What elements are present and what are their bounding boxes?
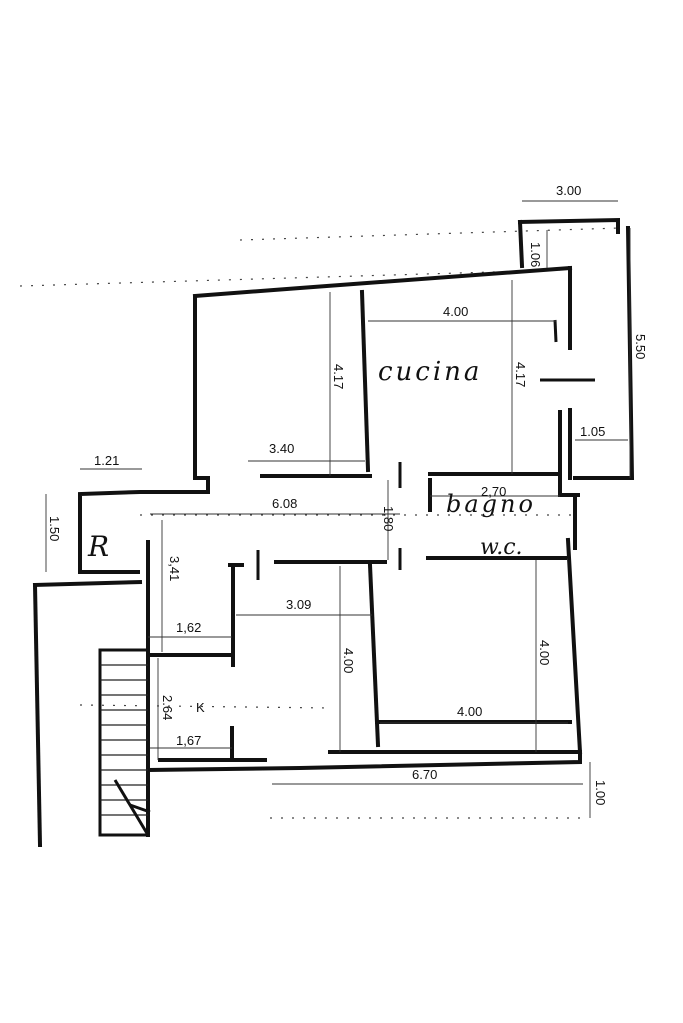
dim-1-80: 1.80	[381, 506, 396, 531]
dim-1-06: 1.06	[528, 242, 543, 267]
dim-4-00-bottom: 4.00	[457, 704, 482, 719]
dim-3-40: 3.40	[269, 441, 294, 456]
dim-4-00-kitchen: 4.00	[443, 304, 468, 319]
interior-walls	[146, 289, 595, 837]
staircase	[98, 648, 151, 837]
dim-4-17-right: 4.17	[513, 362, 528, 387]
dim-2-70: 2,70	[481, 484, 506, 499]
exterior-walls	[32, 217, 635, 848]
label-bathroom: bagno	[446, 490, 536, 518]
dimension-lines	[45, 200, 631, 818]
label-k: K	[196, 700, 205, 715]
label-wc: w.c.	[480, 535, 523, 560]
dim-1-05: 1.05	[580, 424, 605, 439]
dim-4-00-middle: 4.00	[341, 648, 356, 673]
dim-1-62: 1,62	[176, 620, 201, 635]
dim-6-08: 6.08	[272, 496, 297, 511]
label-kitchen: cucina	[378, 357, 482, 387]
dim-3-00: 3.00	[556, 183, 581, 198]
dim-2-64: 2.64	[160, 695, 175, 720]
dim-1-67: 1,67	[176, 733, 201, 748]
dim-1-50: 1.50	[47, 516, 62, 541]
dim-3-09: 3.09	[286, 597, 311, 612]
dim-6-70: 6.70	[412, 767, 437, 782]
dim-1-00: 1.00	[593, 780, 608, 805]
dim-4-17-left: 4.17	[331, 364, 346, 389]
dim-5-50: 5.50	[633, 334, 648, 359]
dim-3-41: 3,41	[167, 556, 182, 581]
dim-4-00-right: 4.00	[537, 640, 552, 665]
room-labels: cucina bagno w.c. R K	[87, 357, 536, 715]
label-r: R	[87, 530, 109, 563]
dim-1-21: 1.21	[94, 453, 119, 468]
construction-lines	[19, 227, 621, 819]
dimension-labels: 3.00 1.06 4.00 5.50 4.17 4.17 1.05 1.21 …	[47, 183, 648, 805]
